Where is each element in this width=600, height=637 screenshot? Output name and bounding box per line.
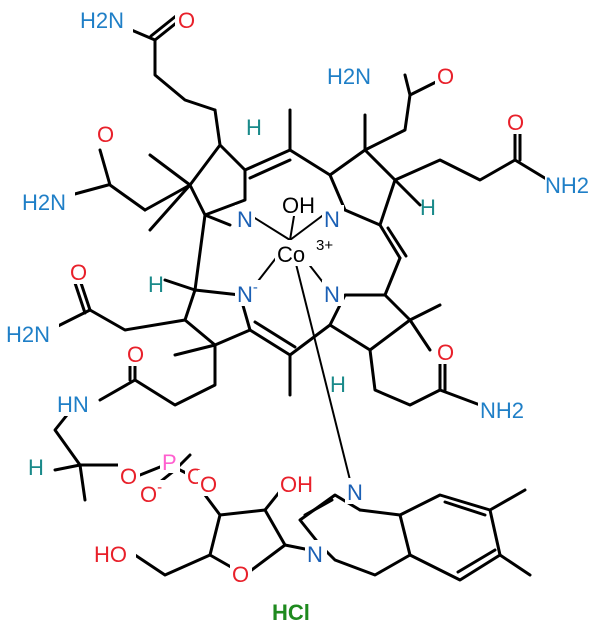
label-nh2-right: NH2 xyxy=(545,173,589,198)
label-co: Co xyxy=(277,242,305,267)
label-ho-ribose: HO xyxy=(94,542,127,567)
label-co-charge: 3+ xyxy=(316,237,333,254)
label-h-ring-b: H xyxy=(420,195,436,220)
label-h2n-lower-left: H2N xyxy=(6,322,50,347)
label-o-top-right: O xyxy=(437,64,454,89)
label-n-ring-a: N xyxy=(237,207,253,232)
label-h2n-left: H2N xyxy=(22,190,66,215)
label-oh-ribose: OH xyxy=(280,472,313,497)
label-o-left: O xyxy=(97,122,114,147)
label-o-ester: O xyxy=(120,464,137,489)
label-o-lower-left: O xyxy=(70,260,87,285)
label-o-linker: O xyxy=(127,342,144,367)
atom-labels: H2N O H2N O O NH2 O H2N N OH N Co 3+ N- … xyxy=(4,3,600,587)
label-h-ring-d: H xyxy=(148,272,164,297)
label-h-ring-a: H xyxy=(246,115,262,140)
label-h-propanol: H xyxy=(28,455,44,480)
label-o-minus: O- xyxy=(140,479,162,507)
label-n-imidazole-bottom: N xyxy=(307,542,323,567)
label-o-right: O xyxy=(507,110,524,135)
label-o-ribose-ring: O xyxy=(232,562,249,587)
label-h2n-top-left: H2N xyxy=(80,8,124,33)
label-p: P xyxy=(162,450,177,475)
label-hn-linker: HN xyxy=(57,392,89,417)
salt-label: HCl xyxy=(272,600,310,625)
label-n-imidazole-top: N xyxy=(347,480,363,505)
label-h2n-top-right: H2N xyxy=(327,64,371,89)
label-o-lower-right: O xyxy=(437,340,454,365)
label-n-ring-c: N xyxy=(324,282,340,307)
label-h-ring-c: H xyxy=(330,372,346,397)
label-nh2-lower-right: NH2 xyxy=(480,398,524,423)
label-n-ring-d: N- xyxy=(237,279,258,307)
label-o-ribose-phosphate: O xyxy=(200,472,217,497)
label-oh-axial: OH xyxy=(282,193,315,218)
label-o-top-left: O xyxy=(178,8,195,33)
label-n-ring-b: N xyxy=(324,207,340,232)
